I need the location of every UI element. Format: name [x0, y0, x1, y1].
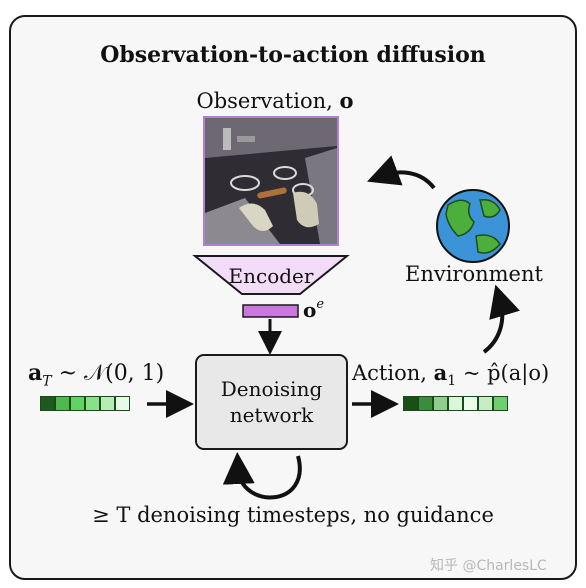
denoiser-line1: Denoising [220, 377, 323, 401]
action-token-vector [403, 396, 513, 411]
embedding-label: oe [303, 297, 325, 322]
encoder-block [192, 255, 350, 295]
environment-to-observation-arrow [367, 155, 436, 190]
noise-token-vector [40, 396, 136, 411]
observation-embedding [242, 304, 299, 318]
noise-token [115, 396, 130, 411]
watermark: 知乎 @CharlesLC [430, 558, 547, 574]
action-to-environment-arrow [482, 284, 520, 354]
noise-token [55, 396, 70, 411]
environment-label: Environment [405, 262, 543, 286]
action-token [493, 396, 508, 411]
action-token [448, 396, 463, 411]
observation-label: Observation, o [196, 88, 354, 113]
action-token [433, 396, 448, 411]
denoising-loop-arrow [222, 452, 302, 500]
observation-image [203, 116, 339, 246]
denoiser-line2: network [229, 403, 314, 427]
globe-icon [436, 189, 510, 263]
encoder-label: Encoder [228, 264, 314, 288]
noise-token [100, 396, 115, 411]
noise-token [85, 396, 100, 411]
noise-token [70, 396, 85, 411]
action-token [463, 396, 478, 411]
noise-token [40, 396, 55, 411]
noise-input-label: aT ~ 𝒩(0, 1) [28, 360, 165, 390]
robot-scene-illustration [205, 118, 337, 244]
action-token [418, 396, 433, 411]
action-label: Action, a1 ~ p̂(a|o) [352, 360, 550, 390]
diagram-title: Observation-to-action diffusion [100, 42, 486, 68]
action-token [403, 396, 418, 411]
action-token [478, 396, 493, 411]
timesteps-caption: ≥ T denoising timesteps, no guidance [92, 503, 494, 527]
